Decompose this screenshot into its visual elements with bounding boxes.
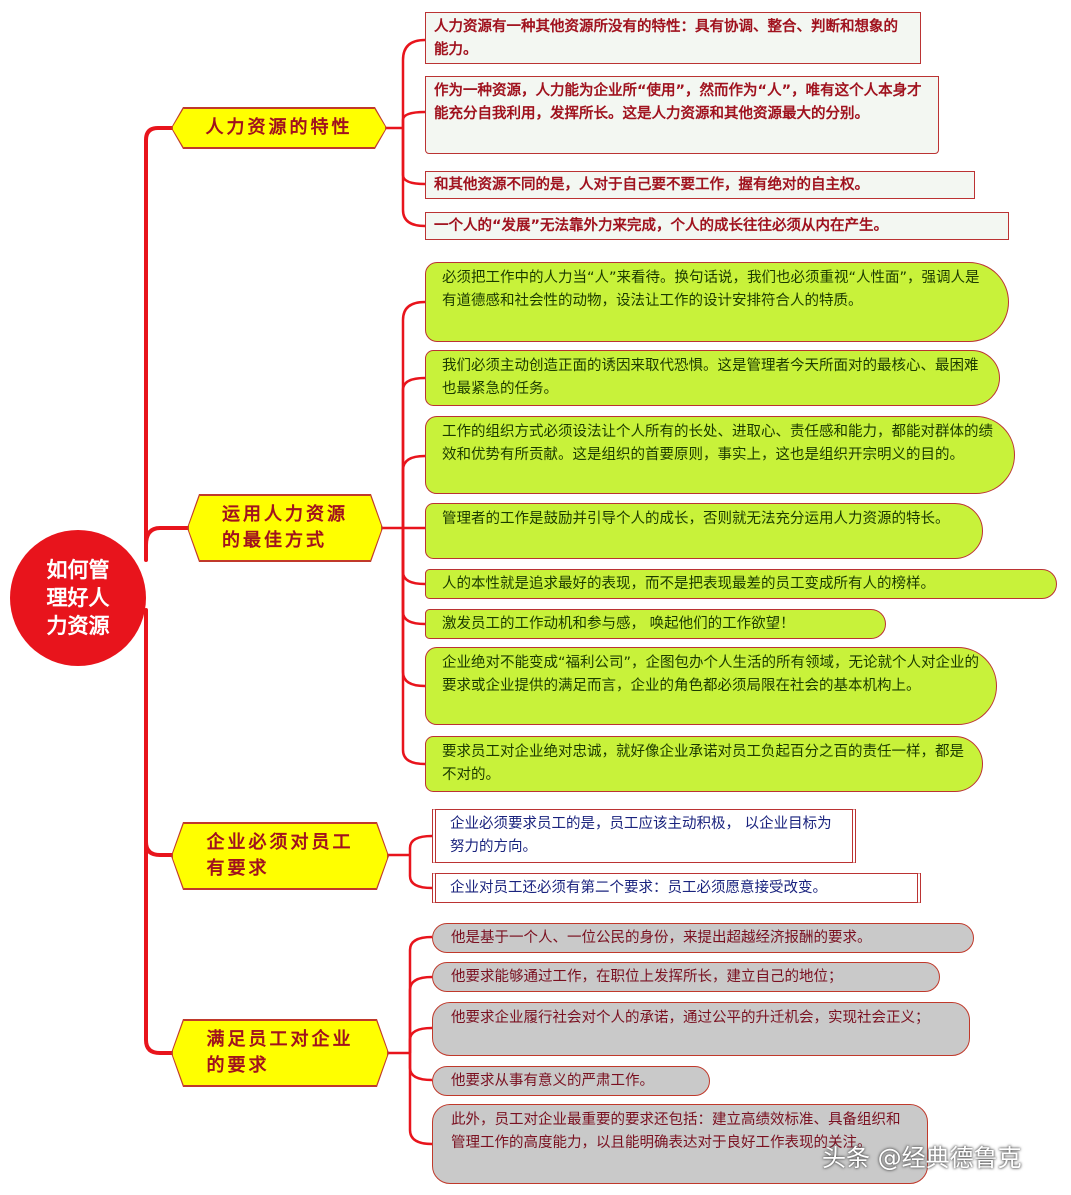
leaf-employee-demands-2: 他要求能够通过工作，在职位上发挥所长，建立自己的地位； [432, 962, 940, 992]
leaf-best-ways-2: 我们必须主动创造正面的诱因来取代恐惧。这是管理者今天所面对的最核心、最困难也最紧… [425, 350, 1000, 406]
leaf-employee-demands-5: 此外，员工对企业最重要的要求还包括：建立高绩效标准、具备组织和管理工作的高度能力… [432, 1104, 928, 1184]
leaf-best-ways-7: 企业绝对不能变成“福利公司”，企图包办个人生活的所有领域，无论就个人对企业的要求… [425, 647, 997, 725]
leaf-company-demands-2: 企业对员工还必须有第二个要求：员工必须愿意接受改变。 [432, 873, 921, 903]
leaf-employee-demands-4: 他要求从事有意义的严肃工作。 [432, 1066, 710, 1096]
watermark: 头条 @经典德鲁克 [822, 1144, 1022, 1172]
leaf-best-ways-6: 激发员工的工作动机和参与感， 唤起他们的工作欲望！ [425, 609, 886, 639]
leaf-best-ways-8: 要求员工对企业绝对忠诚，就好像企业承诺对员工负起百分之百的责任一样，都是不对的。 [425, 736, 983, 792]
leaf-characteristics-2: 作为一种资源，人力能为企业所“使用”，然而作为“人”，唯有这个人本身才能充分自我… [425, 76, 939, 154]
trunk-line-2 [144, 526, 190, 547]
leaf-best-ways-4: 管理者的工作是鼓励并引导个人的成长，否则就无法充分运用人力资源的特长。 [425, 503, 983, 559]
leaf-characteristics-1: 人力资源有一种其他资源所没有的特性：具有协调、整合、判断和想象的能力。 [425, 12, 921, 64]
branch-employee-demands: 满足员工对企业 的要求 [172, 1020, 388, 1086]
leaf-employee-demands-3: 他要求企业履行社会对个人的承诺，通过公平的升迁机会，实现社会正义； [432, 1002, 970, 1056]
leaf-characteristics-4: 一个人的“发展”无法靠外力来完成，个人的成长往往必须从内在产生。 [425, 212, 1009, 240]
leaf-best-ways-1: 必须把工作中的人力当“人”来看待。换句话说，我们也必须重视“人性面”，强调人是有… [425, 262, 1009, 342]
leaf-employee-demands-1: 他是基于一个人、一位公民的身份，来提出超越经济报酬的要求。 [432, 923, 974, 953]
trunk-line-3 [144, 608, 174, 857]
root-topic: 如何管 理好人 力资源 [10, 530, 146, 666]
trunk-line [144, 126, 174, 562]
leaf-best-ways-3: 工作的组织方式必须设法让个人所有的长处、进取心、责任感和能力，都能对群体的绩效和… [425, 416, 1015, 494]
branch-characteristics: 人力资源的特性 [172, 108, 386, 148]
leaf-company-demands-1: 企业必须要求员工的是，员工应该主动积极， 以企业目标为努力的方向。 [432, 809, 856, 863]
trunk-line-4 [144, 638, 174, 1055]
branch-company-demands: 企业必须对员工 有要求 [172, 823, 388, 889]
branch-best-ways: 运用人力资源 的最佳方式 [188, 495, 382, 561]
leaf-characteristics-3: 和其他资源不同的是，人对于自己要不要工作，握有绝对的自主权。 [425, 171, 975, 199]
leaf-best-ways-5: 人的本性就是追求最好的表现，而不是把表现最差的员工变成所有人的榜样。 [425, 569, 1057, 599]
